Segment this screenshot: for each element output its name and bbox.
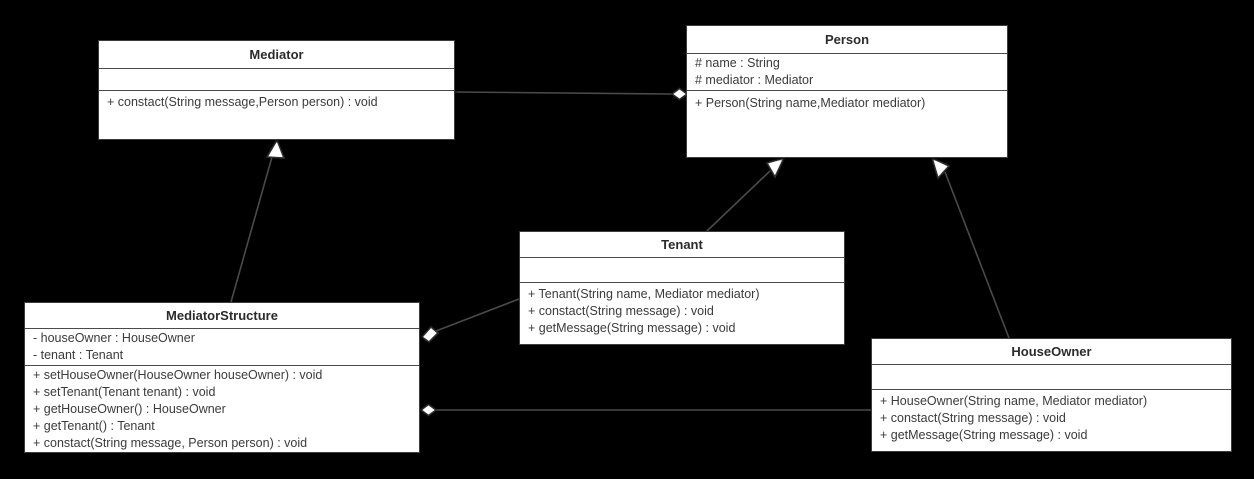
class-box-mediator[interactable]: Mediator + constact(String message,Perso… xyxy=(98,40,455,140)
edge-mediator-person-aggregation[interactable] xyxy=(454,87,689,101)
class-operations-mediator: + constact(String message,Person person)… xyxy=(99,91,454,114)
class-member: + Person(String name,Mediator mediator) xyxy=(695,96,926,110)
hollow-triangle-icon xyxy=(265,138,286,159)
hollow-diamond-icon xyxy=(419,403,438,417)
class-member: - tenant : Tenant xyxy=(33,348,124,362)
class-name-mediatorstructure: MediatorStructure xyxy=(25,303,419,329)
hollow-triangle-icon xyxy=(930,156,951,180)
class-member: + setTenant(Tenant tenant) : void xyxy=(33,385,216,399)
class-member: + getTenant() : Tenant xyxy=(33,419,155,433)
edge-houseowner-person-generalization[interactable] xyxy=(930,156,1010,339)
class-member: + constact(String message, Person person… xyxy=(33,436,308,450)
class-attributes-mediatorstructure: - houseOwner : HouseOwner - tenant : Ten… xyxy=(25,329,419,366)
class-member: + constact(String message) : void xyxy=(528,304,714,318)
edge-mediatorstructure-tenant-aggregation[interactable] xyxy=(420,298,520,344)
edge-mediatorstructure-houseowner-aggregation[interactable] xyxy=(419,403,871,417)
hollow-triangle-icon xyxy=(765,156,786,179)
class-name-mediator: Mediator xyxy=(99,41,454,69)
edge-tenant-person-generalization[interactable] xyxy=(706,156,786,232)
class-member: + getMessage(String message) : void xyxy=(880,428,1088,442)
class-operations-tenant: + Tenant(String name, Mediator mediator)… xyxy=(520,283,844,340)
class-box-houseowner[interactable]: HouseOwner + HouseOwner(String name, Med… xyxy=(871,338,1232,452)
class-name-houseowner: HouseOwner xyxy=(872,339,1231,365)
edge-mediatorstructure-mediator-generalization[interactable] xyxy=(230,138,286,303)
class-member: # mediator : Mediator xyxy=(695,73,814,87)
class-name-tenant: Tenant xyxy=(520,232,844,258)
class-attributes-tenant xyxy=(520,258,844,283)
class-attributes-houseowner xyxy=(872,365,1231,390)
class-operations-mediatorstructure: + setHouseOwner(HouseOwner houseOwner) :… xyxy=(25,366,419,452)
class-member: + constact(String message) : void xyxy=(880,411,1066,425)
class-name-person: Person xyxy=(687,26,1007,54)
class-member: + setHouseOwner(HouseOwner houseOwner) :… xyxy=(33,368,323,382)
class-box-tenant[interactable]: Tenant + Tenant(String name, Mediator me… xyxy=(519,231,845,345)
class-attributes-mediator xyxy=(99,69,454,91)
class-operations-houseowner: + HouseOwner(String name, Mediator media… xyxy=(872,390,1231,447)
class-box-mediatorstructure[interactable]: MediatorStructure - houseOwner : HouseOw… xyxy=(24,302,420,453)
hollow-diamond-icon xyxy=(420,325,440,344)
class-member: - houseOwner : HouseOwner xyxy=(33,331,195,345)
class-member: # name : String xyxy=(695,56,780,70)
class-operations-person: + Person(String name,Mediator mediator) xyxy=(687,91,1007,112)
class-member: + getHouseOwner() : HouseOwner xyxy=(33,402,226,416)
class-member: + constact(String message,Person person)… xyxy=(107,95,378,109)
class-member: + getMessage(String message) : void xyxy=(528,321,736,335)
class-member: + Tenant(String name, Mediator mediator) xyxy=(528,287,760,301)
class-attributes-person: # name : String # mediator : Mediator xyxy=(687,54,1007,91)
hollow-diamond-icon xyxy=(670,87,689,101)
class-member: + HouseOwner(String name, Mediator media… xyxy=(880,394,1148,408)
class-box-person[interactable]: Person # name : String # mediator : Medi… xyxy=(686,25,1008,158)
